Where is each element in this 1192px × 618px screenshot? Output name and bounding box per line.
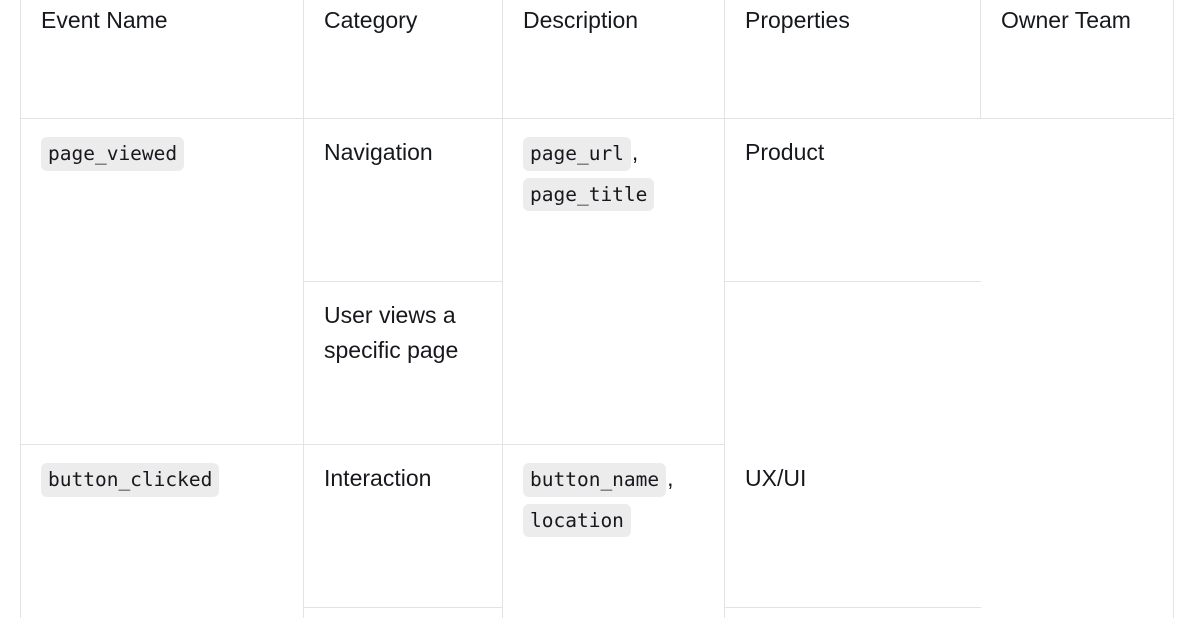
cell-description: User views a specific page — [304, 282, 503, 445]
cell-event-name: page_viewed — [21, 119, 304, 445]
event-name-code-chip: button_clicked — [41, 463, 220, 497]
cell-category: Interaction — [304, 445, 503, 608]
column-header-category: Category — [304, 0, 503, 119]
table-body: page_viewed Navigation User views a spec… — [21, 119, 1173, 618]
property-code-chip: page_title — [523, 177, 655, 212]
column-header-event-name: Event Name — [21, 0, 304, 119]
table-row: page_viewed Navigation User views a spec… — [21, 119, 1173, 445]
cell-properties: button_name, location — [503, 445, 725, 618]
event-definitions-table: Event Name Category Description Properti… — [20, 0, 1174, 618]
column-header-owner-team: Owner Team — [981, 0, 1173, 119]
property-code-chip: page_url — [523, 137, 631, 171]
cell-owner-team: Product — [725, 119, 981, 282]
cell-category: Navigation — [304, 119, 503, 282]
property-code-chip: location — [523, 503, 631, 538]
property-separator: , — [631, 139, 639, 165]
cell-properties: page_url, page_title — [503, 119, 725, 445]
event-name-code-chip: page_viewed — [41, 137, 185, 171]
property-code-chip: button_name — [523, 463, 667, 497]
event-table-container: Event Name Category Description Properti… — [20, 0, 1174, 618]
table-row: button_clicked Interaction User clicks a… — [21, 445, 1173, 618]
property-separator: , — [667, 465, 674, 491]
column-header-properties: Properties — [725, 0, 981, 119]
cell-description: User clicks a specific button — [304, 608, 503, 618]
column-header-description: Description — [503, 0, 725, 119]
table-header-row: Event Name Category Description Properti… — [21, 0, 1173, 119]
table-header: Event Name Category Description Properti… — [21, 0, 1173, 119]
cell-owner-team: UX/UI — [725, 445, 981, 608]
cell-event-name: button_clicked — [21, 445, 304, 618]
